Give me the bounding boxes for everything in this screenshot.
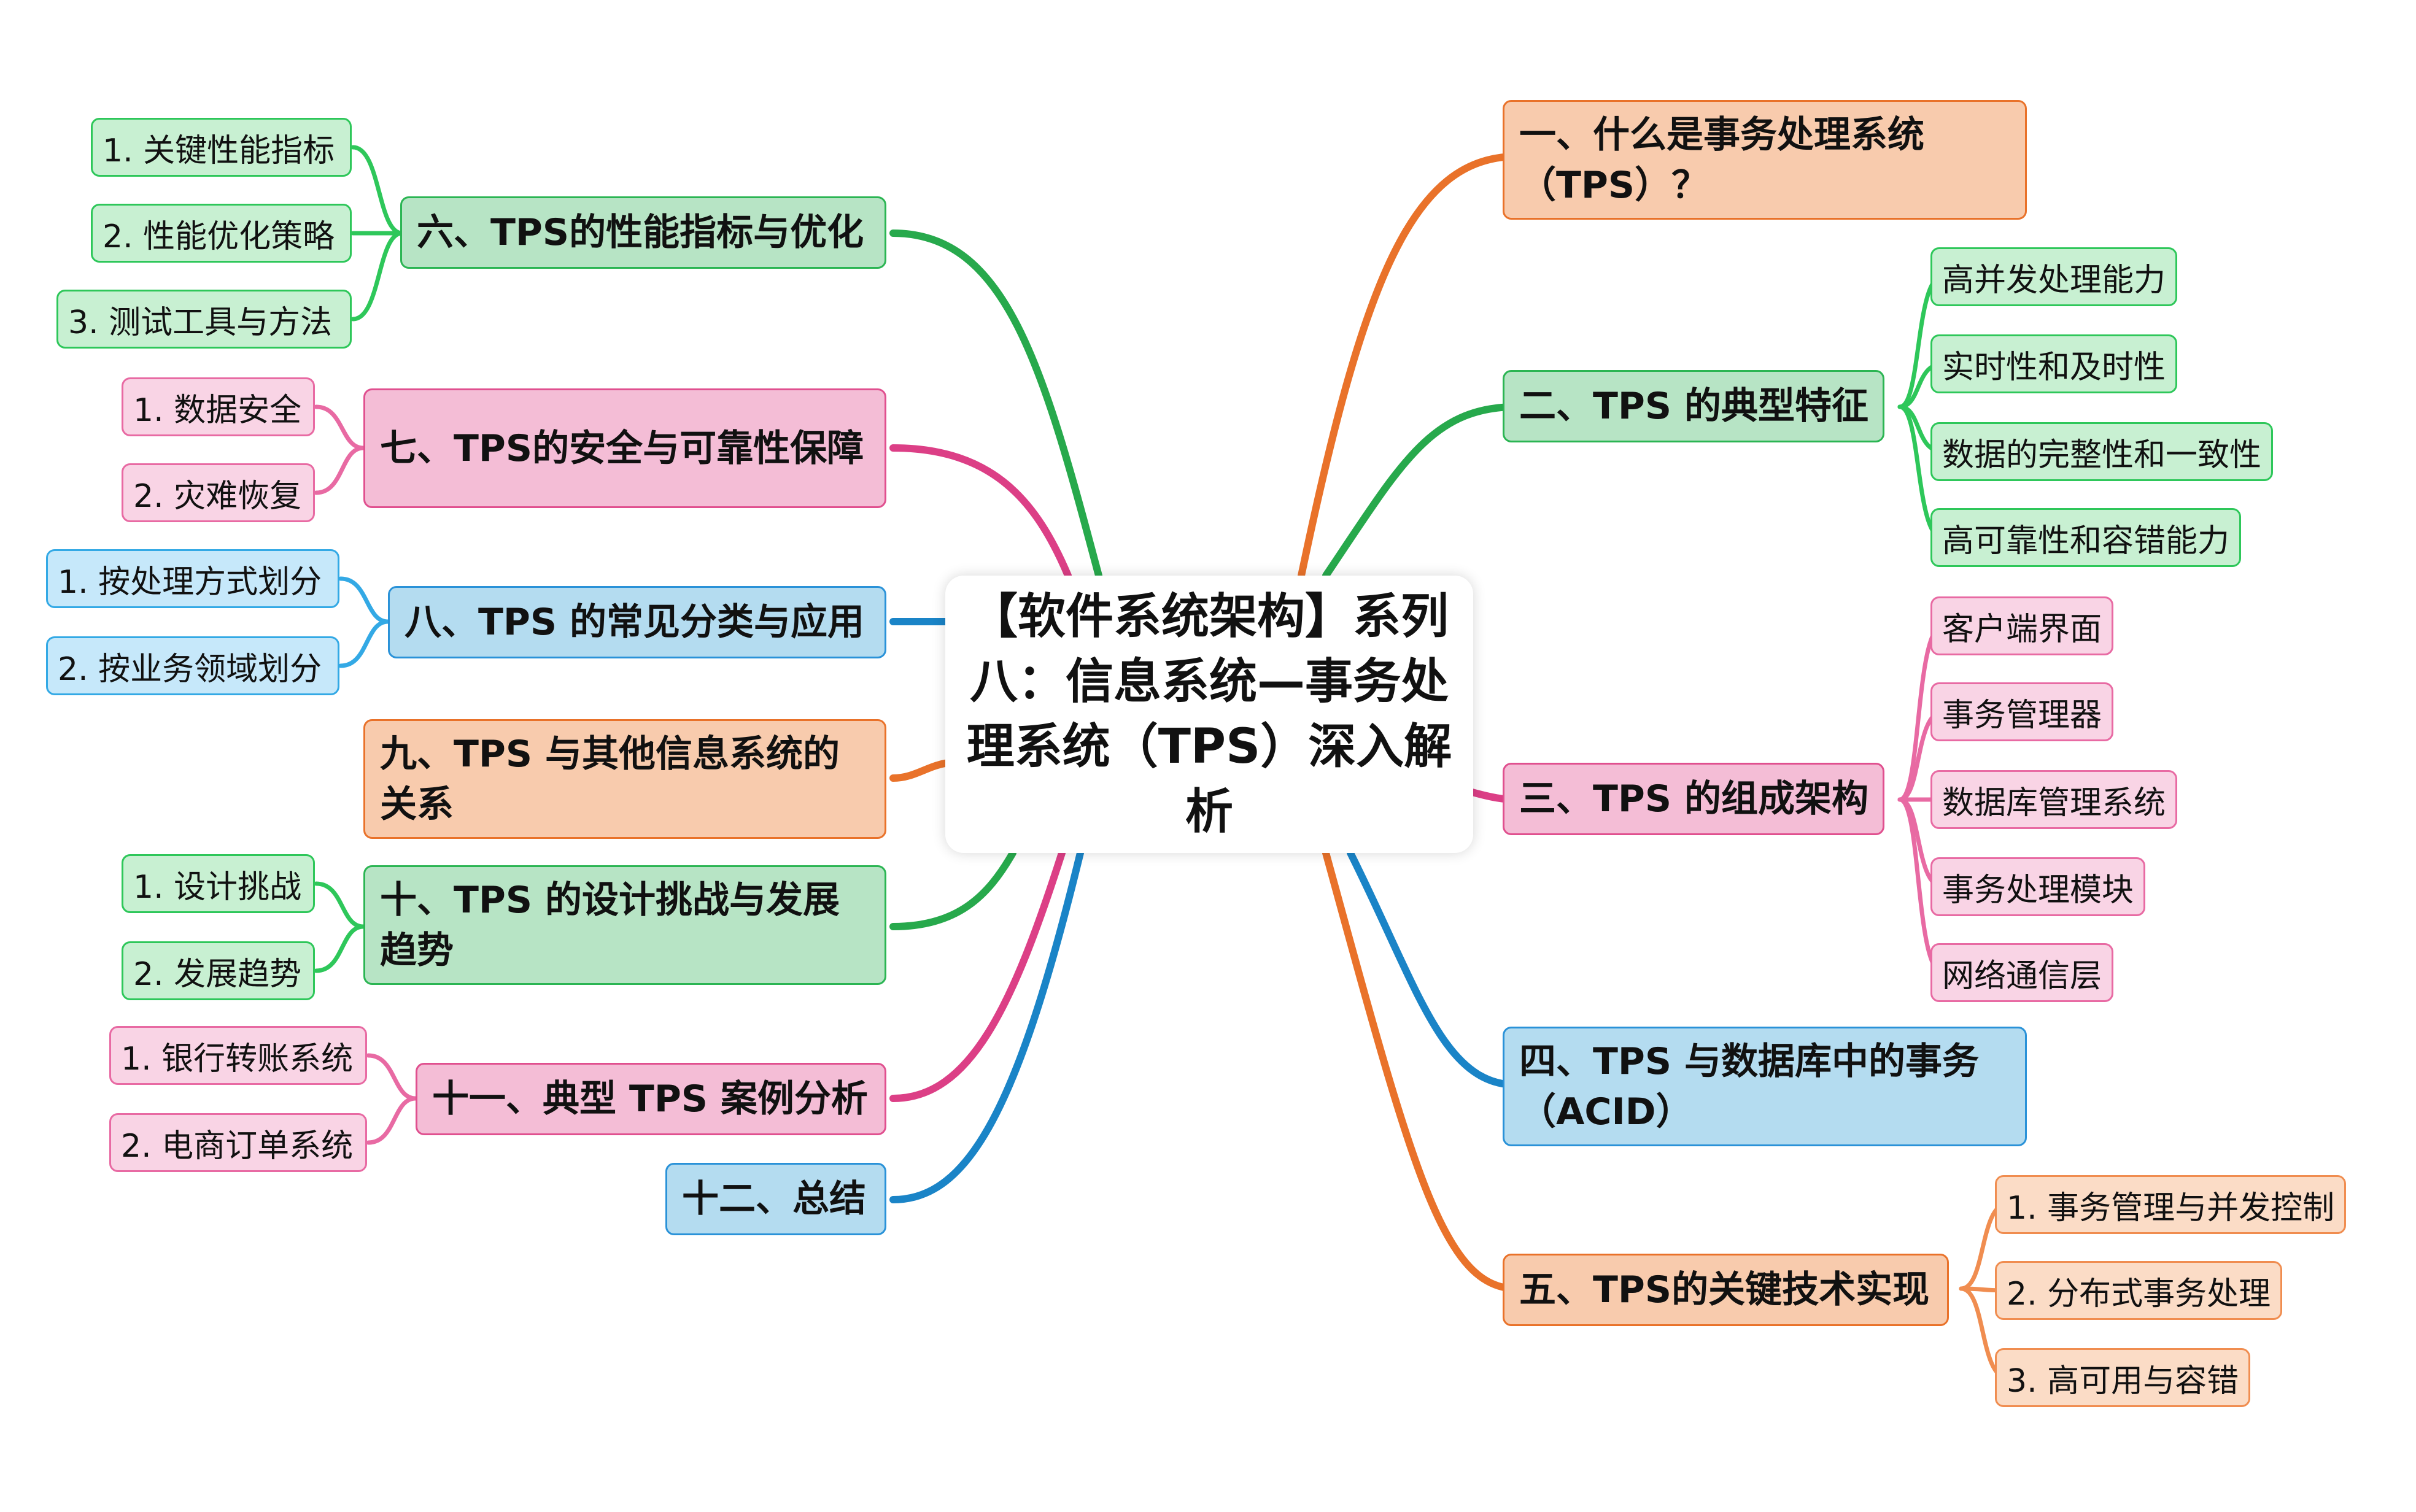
- edge-center-b10: [889, 849, 1016, 930]
- edge-b8-c2: [338, 619, 390, 668]
- design-item[interactable]: 1. 设计挑战: [122, 854, 315, 913]
- edge-center-b7: [889, 444, 1072, 579]
- edge-b6-c1: [350, 145, 405, 236]
- edge-b7-c1: [314, 404, 366, 450]
- architecture-item[interactable]: 事务处理模块: [1930, 857, 2146, 916]
- branch-11-case-studies[interactable]: 十一、典型 TPS 案例分析: [416, 1063, 886, 1135]
- case-item[interactable]: 1. 银行转账系统: [109, 1026, 367, 1085]
- edge-b10-c1: [314, 881, 366, 929]
- edge-b10-c2: [314, 924, 366, 973]
- architecture-item[interactable]: 客户端界面: [1930, 596, 2114, 655]
- edge-b8-c1: [338, 576, 390, 624]
- branch-8-classification[interactable]: 八、TPS 的常见分类与应用: [388, 586, 886, 658]
- performance-item[interactable]: 2. 性能优化策略: [91, 204, 352, 263]
- branch-4-db-transactions[interactable]: 四、TPS 与数据库中的事务（ACID）: [1503, 1027, 2027, 1146]
- branch-5-key-technologies[interactable]: 五、TPS的关键技术实现: [1503, 1254, 1949, 1326]
- edge-center-b1: [1298, 153, 1520, 579]
- branch-6-performance[interactable]: 六、TPS的性能指标与优化: [400, 196, 886, 269]
- branch-3-architecture[interactable]: 三、TPS 的组成架构: [1503, 763, 1884, 835]
- branch-10-design-challenges[interactable]: 十、TPS 的设计挑战与发展趋势: [363, 865, 886, 985]
- classification-item[interactable]: 1. 按处理方式划分: [46, 549, 339, 608]
- architecture-item[interactable]: 网络通信层: [1930, 943, 2114, 1002]
- architecture-item[interactable]: 数据库管理系统: [1930, 770, 2178, 829]
- central-topic[interactable]: 【软件系统架构】系列八：信息系统—事务处理系统（TPS）深入解析: [945, 576, 1473, 853]
- classification-item[interactable]: 2. 按业务领域划分: [46, 636, 339, 695]
- edge-b7-c2: [314, 446, 366, 495]
- edge-center-b6: [889, 230, 1102, 579]
- branch-9-relations[interactable]: 九、TPS 与其他信息系统的关系: [363, 719, 886, 839]
- feature-item[interactable]: 高可靠性和容错能力: [1930, 508, 2242, 567]
- edge-center-b5: [1322, 849, 1520, 1292]
- design-item[interactable]: 2. 发展趋势: [122, 941, 315, 1000]
- edge-center-b4: [1347, 849, 1520, 1089]
- tech-item[interactable]: 1. 事务管理与并发控制: [1995, 1175, 2347, 1234]
- edge-b6-c3: [350, 231, 405, 322]
- architecture-item[interactable]: 事务管理器: [1930, 682, 2114, 741]
- security-item[interactable]: 1. 数据安全: [122, 377, 315, 436]
- branch-7-security[interactable]: 七、TPS的安全与可靠性保障: [363, 388, 886, 508]
- edge-b11-c2: [366, 1096, 418, 1145]
- branch-12-summary[interactable]: 十二、总结: [665, 1163, 886, 1235]
- performance-item[interactable]: 1. 关键性能指标: [91, 118, 352, 177]
- edge-b11-c1: [366, 1053, 418, 1101]
- edge-center-b12: [889, 849, 1084, 1203]
- feature-item[interactable]: 高并发处理能力: [1930, 247, 2178, 306]
- feature-item[interactable]: 实时性和及时性: [1930, 334, 2178, 393]
- tech-item[interactable]: 3. 高可用与容错: [1995, 1348, 2251, 1407]
- edge-center-b9: [889, 759, 952, 782]
- branch-1-what-is-tps[interactable]: 一、什么是事务处理系统（TPS）？: [1503, 100, 2027, 220]
- edge-center-b2: [1322, 403, 1520, 579]
- feature-item[interactable]: 数据的完整性和一致性: [1930, 422, 2274, 481]
- edge-center-b11: [889, 849, 1066, 1102]
- security-item[interactable]: 2. 灾难恢复: [122, 463, 315, 522]
- performance-item[interactable]: 3. 测试工具与方法: [56, 290, 352, 349]
- case-item[interactable]: 2. 电商订单系统: [109, 1113, 367, 1172]
- tech-item[interactable]: 2. 分布式事务处理: [1995, 1261, 2283, 1320]
- branch-2-typical-features[interactable]: 二、TPS 的典型特征: [1503, 370, 1884, 442]
